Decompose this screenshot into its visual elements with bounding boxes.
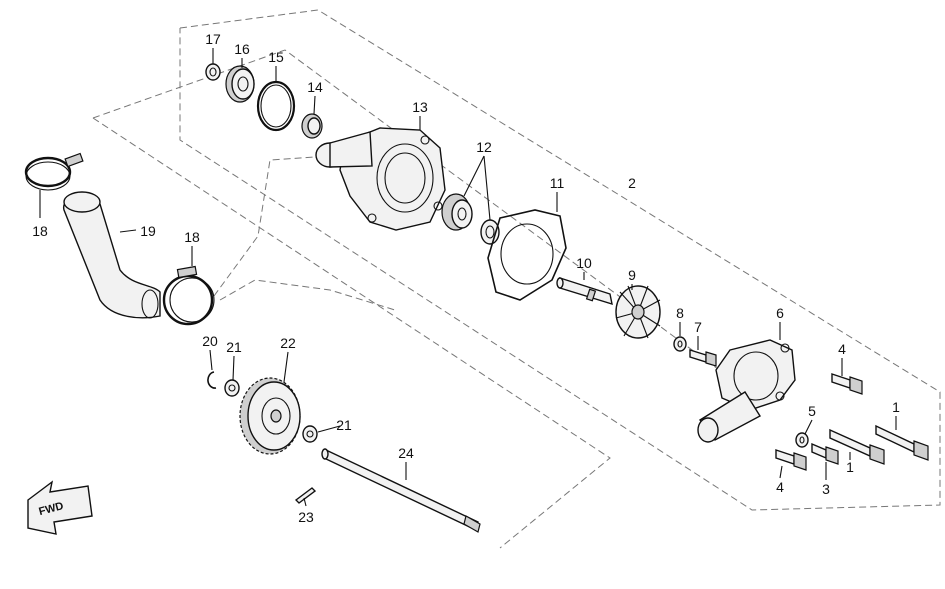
- callout-15: 15: [268, 49, 284, 65]
- part-4-bolt-lower: [775, 449, 807, 471]
- callout-17: 17: [205, 31, 221, 47]
- part-18-hose-clamp-upper: [24, 152, 84, 191]
- callout-6: 6: [776, 305, 784, 321]
- outline-hose-guide: [213, 155, 331, 297]
- part-24-pump-shaft: [321, 448, 481, 533]
- callout-10: 10: [576, 255, 592, 271]
- part-5-washer: [795, 432, 809, 448]
- part-9-impeller: [615, 285, 661, 339]
- part-21-washer-left: [224, 379, 240, 397]
- part-10-impeller-shaft: [556, 277, 613, 306]
- callout-2: 2: [628, 175, 636, 191]
- part-12-mechanical-seal: [441, 193, 500, 245]
- outline-pump-housing-group: [92, 49, 761, 401]
- callouts: 17 16 15 14 13 12 11 2 10 9 8 7 6 4 5 1 …: [32, 31, 900, 525]
- callout-16: 16: [234, 41, 250, 57]
- callout-4-upper: 4: [838, 341, 846, 357]
- part-17-washer: [205, 63, 221, 81]
- part-1-long-bolt-b: [875, 424, 929, 461]
- callout-21-right: 21: [336, 417, 352, 433]
- callout-24: 24: [398, 445, 414, 461]
- group-outlines: [92, 9, 941, 549]
- callout-4-lower: 4: [776, 479, 784, 495]
- part-22-drive-gear: [239, 377, 301, 455]
- fwd-arrow-icon: FWD: [27, 480, 93, 535]
- callout-22: 22: [280, 335, 296, 351]
- callout-14: 14: [307, 79, 323, 95]
- outline-lower-group: [92, 117, 611, 549]
- part-15-o-ring: [256, 80, 296, 132]
- callout-9: 9: [628, 267, 636, 283]
- part-16-bearing: [225, 65, 255, 103]
- callout-19: 19: [140, 223, 156, 239]
- callout-7: 7: [694, 319, 702, 335]
- part-4-bolt-upper: [831, 373, 863, 395]
- part-18-hose-clamp-lower: [162, 265, 215, 326]
- callout-11: 11: [550, 175, 565, 191]
- callout-20: 20: [202, 333, 218, 349]
- part-14-oil-seal: [301, 113, 323, 139]
- callout-1-left: 1: [846, 459, 854, 475]
- callout-13: 13: [412, 99, 428, 115]
- callout-12: 12: [476, 139, 492, 155]
- part-20-circlip: [207, 371, 217, 389]
- callout-21-left: 21: [226, 339, 242, 355]
- outline-shaft-guide: [219, 279, 396, 311]
- part-1-long-bolt-a: [829, 428, 885, 465]
- part-13-pump-housing: [315, 127, 446, 231]
- part-19-water-hose: [63, 191, 161, 319]
- callout-3: 3: [822, 481, 830, 497]
- callout-8: 8: [676, 305, 684, 321]
- callout-18-upper: 18: [32, 223, 48, 239]
- part-23-pin: [294, 487, 317, 504]
- part-11-gasket: [487, 209, 567, 301]
- part-8-washer: [673, 336, 687, 352]
- part-21-washer-right: [302, 425, 318, 443]
- leader-lines: [39, 48, 897, 507]
- outline-pump-assembly: [179, 9, 941, 511]
- callout-18-lower: 18: [184, 229, 200, 245]
- part-7-bolt: [689, 349, 717, 367]
- callout-5: 5: [808, 403, 816, 419]
- callout-23: 23: [298, 509, 314, 525]
- callout-1-right: 1: [892, 399, 900, 415]
- part-3-bolt: [811, 442, 839, 465]
- part-6-pump-cover: [697, 339, 796, 443]
